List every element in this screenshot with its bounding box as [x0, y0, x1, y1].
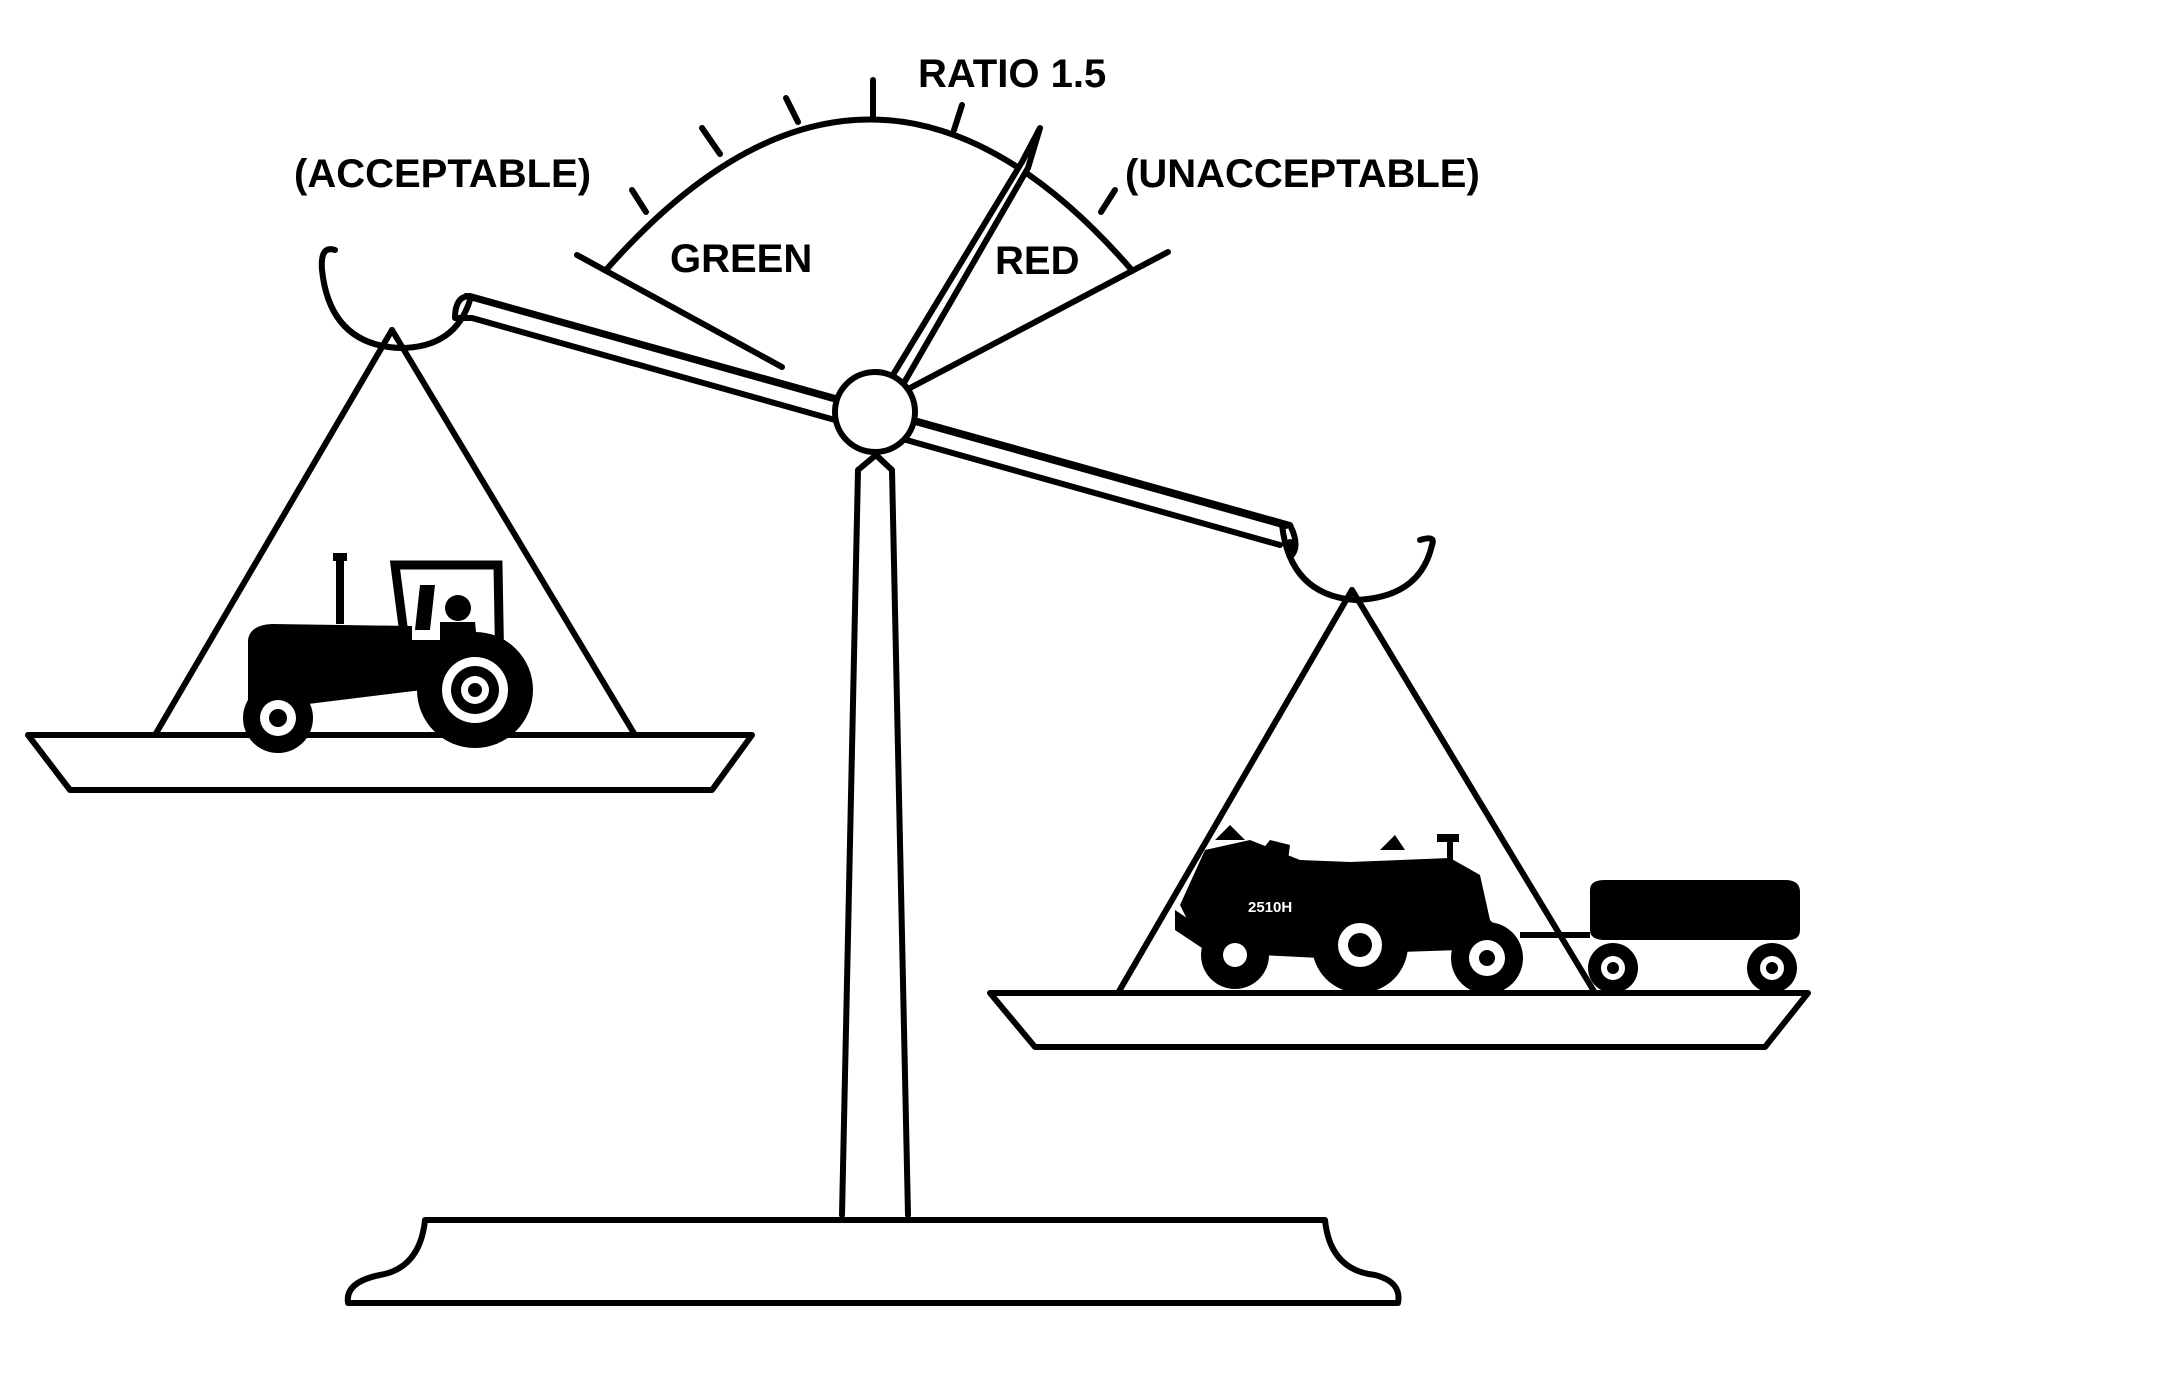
left-string-right: [389, 327, 638, 738]
gauge-red-boundary: [907, 249, 1171, 391]
gauge-ticks: [629, 77, 1118, 215]
right-string-left: [1115, 587, 1355, 996]
acceptable-label: (ACCEPTABLE): [294, 152, 591, 196]
left-hook: [318, 246, 473, 351]
right-hook-tip: [1417, 535, 1436, 548]
scale-base: [344, 1217, 1402, 1306]
left-string-left: [152, 327, 395, 738]
right-pan: [987, 990, 1811, 1050]
left-pan: [25, 732, 755, 793]
large-tractor-with-trailer-icon: 2510H: [1175, 825, 1800, 994]
ratio-label: RATIO 1.5: [918, 52, 1106, 96]
gauge-arc: [603, 116, 1133, 273]
right-hook: [1279, 522, 1435, 603]
red-zone-label: RED: [995, 239, 1079, 283]
gauge-green-boundary: [574, 252, 785, 370]
green-zone-label: GREEN: [670, 237, 812, 281]
tractor-model-label: 2510H: [1248, 899, 1292, 916]
pillar: [839, 452, 911, 1218]
right-string-right: [1349, 587, 1598, 996]
unacceptable-label: (UNACCEPTABLE): [1125, 152, 1480, 196]
pivot-hub: [832, 369, 918, 455]
small-tractor-icon: [243, 553, 533, 753]
